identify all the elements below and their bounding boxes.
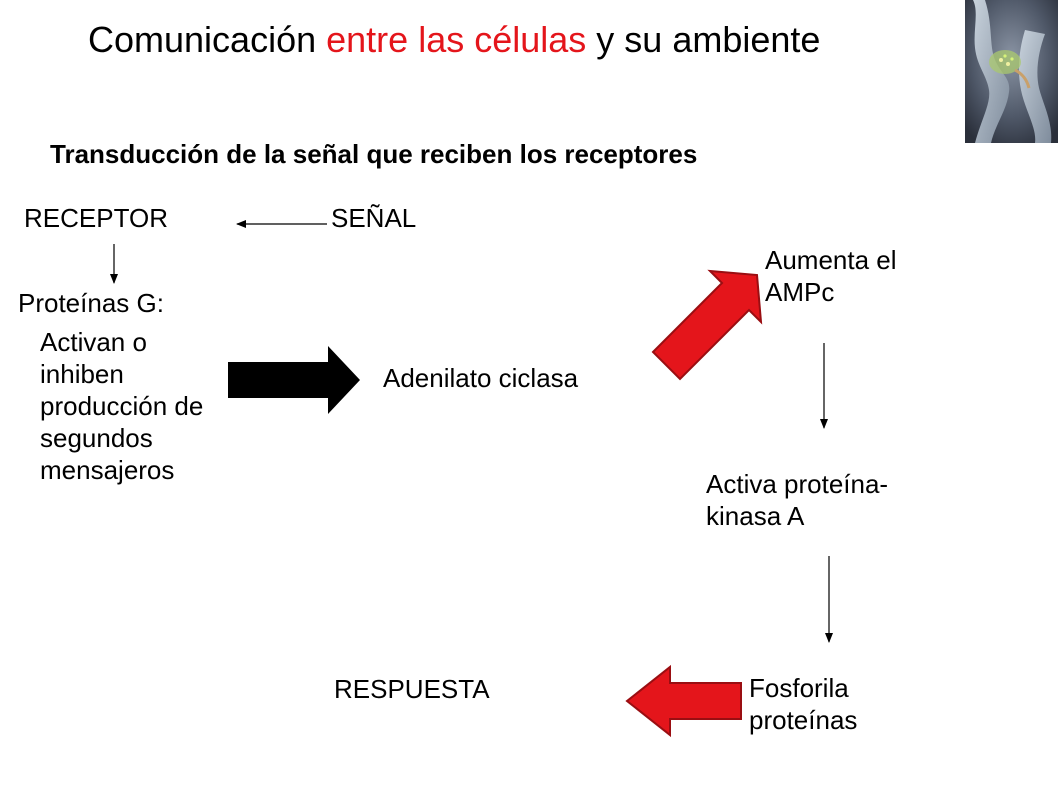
node-respuesta: RESPUESTA [334, 674, 490, 704]
node-receptor: RECEPTOR [24, 203, 168, 233]
node-activa-kinasa: Activa proteína- kinasa A [706, 469, 889, 531]
node-adenilato-ciclasa: Adenilato ciclasa [383, 363, 579, 393]
subtitle: Transducción de la señal que reciben los… [50, 139, 698, 169]
node-aumenta-ampc: Aumenta el AMPc [765, 245, 897, 307]
node-activan: Activan o inhiben producción de segundos… [40, 327, 204, 485]
title-part-3: y su ambiente [596, 19, 821, 60]
neuron-synapse-image [965, 0, 1058, 143]
arrow-red-to-respuesta [625, 664, 742, 738]
title-part-1: Comunicación [88, 19, 317, 60]
node-senal: SEÑAL [331, 203, 417, 233]
title-part-2: entre las células [326, 19, 587, 60]
arrow-black-to-adenilato [228, 346, 360, 414]
arrow-red-to-ampc [651, 269, 763, 381]
node-fosforila: Fosforila proteínas [749, 673, 858, 735]
node-proteinas-g: Proteínas G: [18, 288, 164, 318]
slide-title: Comunicación entre las células y su ambi… [88, 18, 820, 62]
